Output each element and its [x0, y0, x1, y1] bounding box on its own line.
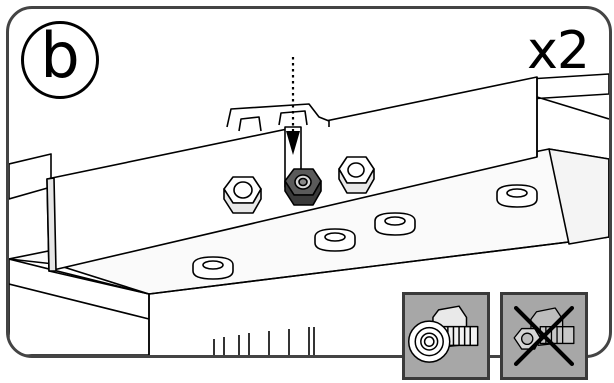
beam-nut-4	[497, 185, 537, 207]
plate-nut-left	[224, 177, 261, 213]
quantity-label: x2	[527, 25, 589, 77]
plate-nut-highlighted	[285, 169, 321, 205]
flanged-bolt-with-nut-icon	[405, 295, 487, 377]
step-letter-badge: b	[21, 21, 99, 99]
step-letter: b	[40, 25, 79, 87]
beam-nut-2	[315, 229, 355, 251]
back-rail	[9, 154, 51, 199]
plate-nut-right	[339, 157, 374, 193]
beam-nut-3	[375, 213, 415, 235]
wrong-part-box	[500, 292, 588, 380]
beam-nut-1	[193, 257, 233, 279]
crossed-out-bolt-icon	[503, 295, 585, 377]
correct-part-box	[402, 292, 490, 380]
